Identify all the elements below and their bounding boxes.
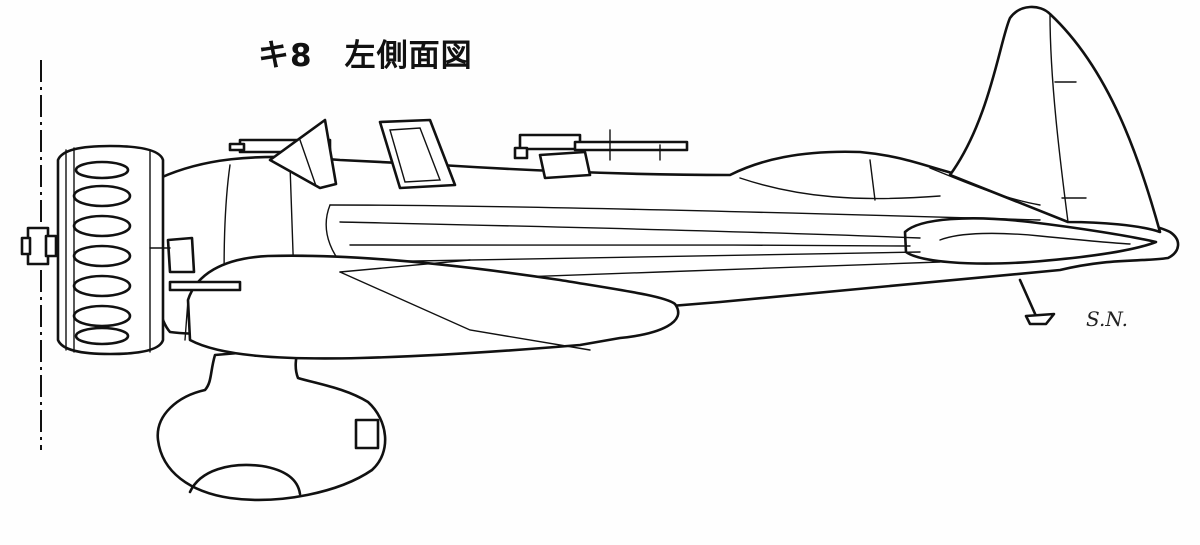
fuselage-panel-lines (223, 159, 1041, 321)
nose-gun (149, 236, 242, 292)
propeller-hub (20, 226, 58, 266)
vertical-tail (948, 5, 1162, 234)
rear-machine-gun (513, 129, 689, 180)
drawing-title: キ8 左側面図 (258, 38, 473, 74)
windscreen (268, 118, 338, 190)
landing-gear-spat (156, 346, 387, 502)
artist-signature: S.N. (1086, 307, 1128, 331)
engine-cowling (56, 144, 165, 356)
tail-skid (1018, 278, 1056, 326)
wing (186, 254, 680, 360)
